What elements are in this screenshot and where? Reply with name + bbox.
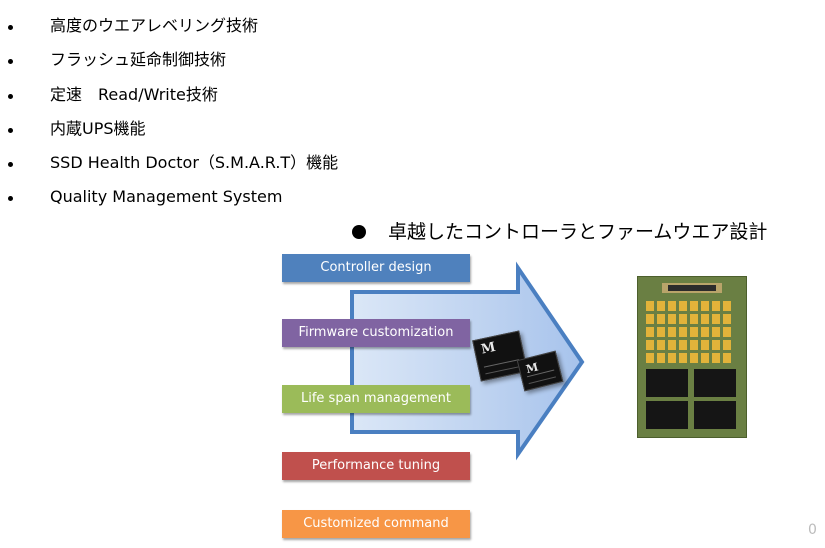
bullet-dot-icon: [8, 25, 13, 30]
life-span-management-label: Life span management: [282, 385, 470, 413]
performance-tuning-label: Performance tuning: [282, 452, 470, 480]
bullet-dot-icon: [8, 162, 13, 167]
bullet-dot-icon: [8, 128, 13, 133]
bullet-dot-icon: [8, 94, 13, 99]
ssd-board-image: [637, 276, 747, 438]
bullet-text: フラッシュ延命制御技術: [50, 50, 227, 69]
ssd-board-icon: [646, 283, 736, 429]
controller-design-label: Controller design: [282, 254, 470, 282]
chip-logo: M: [479, 339, 498, 358]
bullet-text: 定速 Read/Write技術: [50, 85, 218, 104]
bullet-dot-icon: [8, 196, 13, 201]
headline-text: 卓越したコントローラとファームウエア設計: [388, 221, 768, 243]
headline-bullet-icon: [352, 225, 366, 239]
firmware-customization-label: Firmware customization: [282, 319, 470, 347]
bullet-text: Quality Management System: [50, 187, 283, 206]
customized-command-label: Customized command: [282, 510, 470, 538]
bullet-dot-icon: [8, 59, 13, 64]
page-number: 0: [808, 522, 817, 538]
bullet-text: SSD Health Doctor（S.M.A.R.T）機能: [50, 153, 339, 172]
bullet-text: 内蔵UPS機能: [50, 119, 146, 138]
feature-bullet-list: 高度のウエアレベリング技術 フラッシュ延命制御技術 定速 Read/Write技…: [0, 0, 825, 210]
bullet-text: 高度のウエアレベリング技術: [50, 16, 259, 35]
